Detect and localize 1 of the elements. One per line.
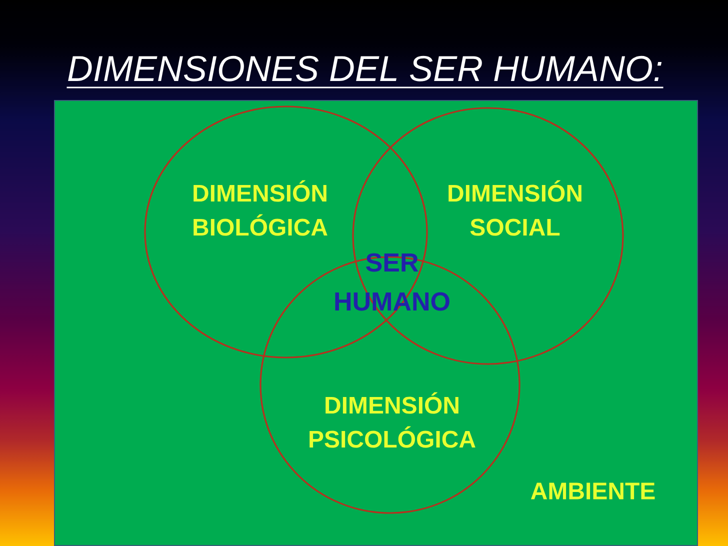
- title: DIMENSIONES DEL SER HUMANO:: [66, 56, 664, 88]
